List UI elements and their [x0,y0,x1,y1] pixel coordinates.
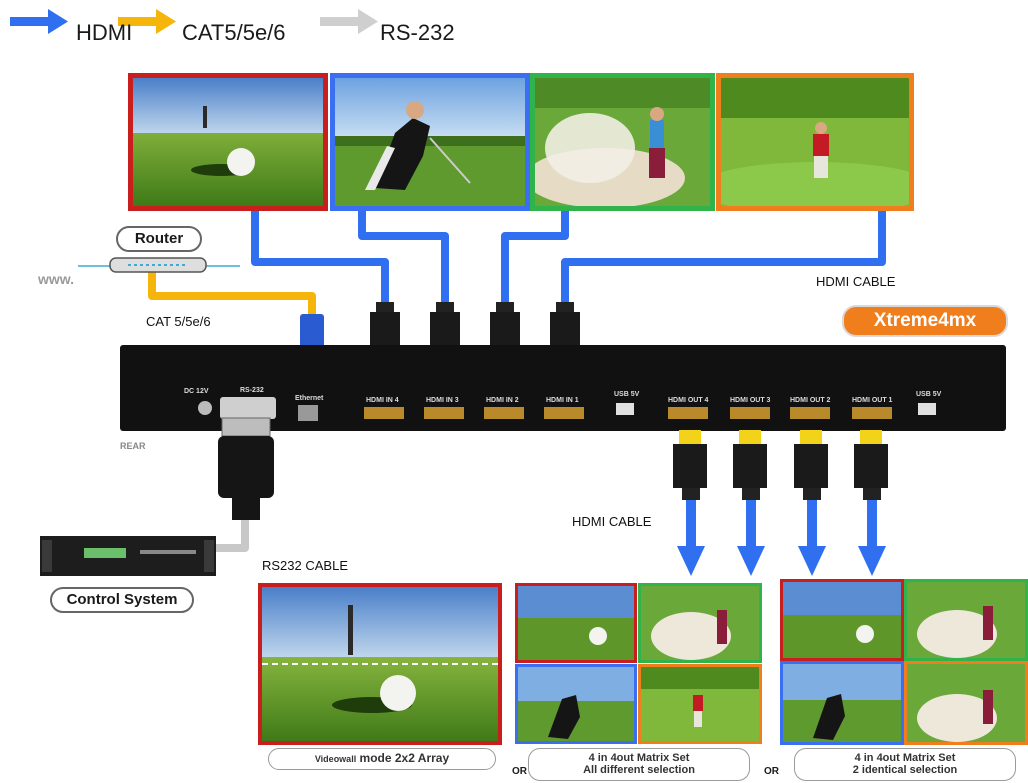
hdmi-out-3-port [730,407,770,419]
source-photo-2 [330,73,530,211]
matrix-a-cell-3 [515,664,637,744]
cat-cable [148,270,316,318]
rs232-port-label: RS-232 [240,387,264,394]
hdmi-out-plug-icon [854,430,888,500]
source-photo-3 [530,73,715,211]
dc-port-icon [198,401,212,415]
hdmi-in-3-port [424,407,464,419]
hdmi-in-4-port [364,407,404,419]
matrix-a-cell-4 [638,664,762,744]
videowall-caption-prefix: Videowall [314,754,357,764]
hdmi-in-1-label: HDMI IN 1 [546,397,579,404]
rear-label: REAR [120,441,146,451]
matrix-device-rear-panel: DC 12V RS-232 Ethernet HDMI IN 4 HDMI IN… [120,345,1006,431]
hdmi-out-4-label: HDMI OUT 4 [668,397,709,404]
hdmi-out-1-port [852,407,892,419]
hdmi-out-plug-icon [733,430,767,500]
rs232-port-icon [220,397,276,419]
or-label-1: OR [512,766,527,777]
matrix-b-caption: 4 in 4out Matrix Set 2 identical selecti… [794,748,1016,781]
hdmi-arrow-icon [10,9,68,34]
matrix-b-cell-2 [904,579,1028,661]
source-photo-1 [128,73,328,211]
legend-rs232-label: RS-232 [380,20,455,45]
legend-arrows [10,9,378,34]
rs232-cable [212,520,249,552]
legend-cat-label: CAT5/5e/6 [182,20,286,45]
hdmi-in-2-label: HDMI IN 2 [486,397,519,404]
hdmi-out-3-label: HDMI OUT 3 [730,397,771,404]
hdmi-out-2-port [790,407,830,419]
videowall-display [258,583,502,745]
matrix-a-cell-1 [515,583,637,663]
or-label-2: OR [764,766,779,777]
source-photo-4 [716,73,914,211]
dc-port-label: DC 12V [184,388,209,395]
matrix-a-cell-2 [638,583,762,663]
hdmi-in-4-label: HDMI IN 4 [366,397,399,404]
router-label: Router [116,226,202,252]
hdmi-out-plug-icon [794,430,828,500]
videowall-caption-rest: mode 2x2 Array [359,751,450,765]
legend-hdmi-label: HDMI [76,20,133,45]
brand-logo: Xtreme4mx [842,305,1008,337]
hdmi-cable-bottom-label: HDMI CABLE [572,514,652,529]
control-system-icon [40,536,216,576]
control-system-label: Control System [50,587,194,613]
matrix-b-cell-3 [780,661,904,745]
hdmi-in-1-port [544,407,584,419]
usb-port-2-label: USB 5V [916,391,942,398]
rs232-arrow-icon [320,9,378,34]
cat-arrow-icon [118,9,176,34]
matrix-b-cell-1 [780,579,904,661]
usb-port-1 [616,403,634,415]
matrix-a-caption-line2: All different selection [583,764,695,776]
videowall-caption: Videowall mode 2x2 Array [268,748,496,770]
hdmi-out-plug-icon [673,430,707,500]
www-label: www. [38,271,75,287]
cat-cable-label: CAT 5/5e/6 [146,314,211,329]
rs232-cable-label: RS232 CABLE [262,558,348,573]
hdmi-in-3-label: HDMI IN 3 [426,397,459,404]
hdmi-in-2-port [484,407,524,419]
ethernet-port-icon [298,405,318,421]
hdmi-out-2-label: HDMI OUT 2 [790,397,831,404]
hdmi-out-4-port [668,407,708,419]
hdmi-input-cables [251,208,886,305]
db9-connector-icon [218,417,274,520]
matrix-b-caption-line1: 4 in 4out Matrix Set [854,752,956,764]
ethernet-port-label: Ethernet [295,395,324,402]
router-icon [109,257,207,273]
matrix-b-cell-4 [904,661,1028,745]
matrix-b-caption-line2: 2 identical selection [852,764,958,776]
hdmi-cable-top-label: HDMI CABLE [816,274,896,289]
hdmi-out-1-label: HDMI OUT 1 [852,397,893,404]
matrix-a-caption: 4 in 4out Matrix Set All different selec… [528,748,750,781]
usb-port-2 [918,403,936,415]
usb-port-1-label: USB 5V [614,391,640,398]
hdmi-output-arrows [677,498,886,576]
matrix-a-caption-line1: 4 in 4out Matrix Set [588,752,690,764]
